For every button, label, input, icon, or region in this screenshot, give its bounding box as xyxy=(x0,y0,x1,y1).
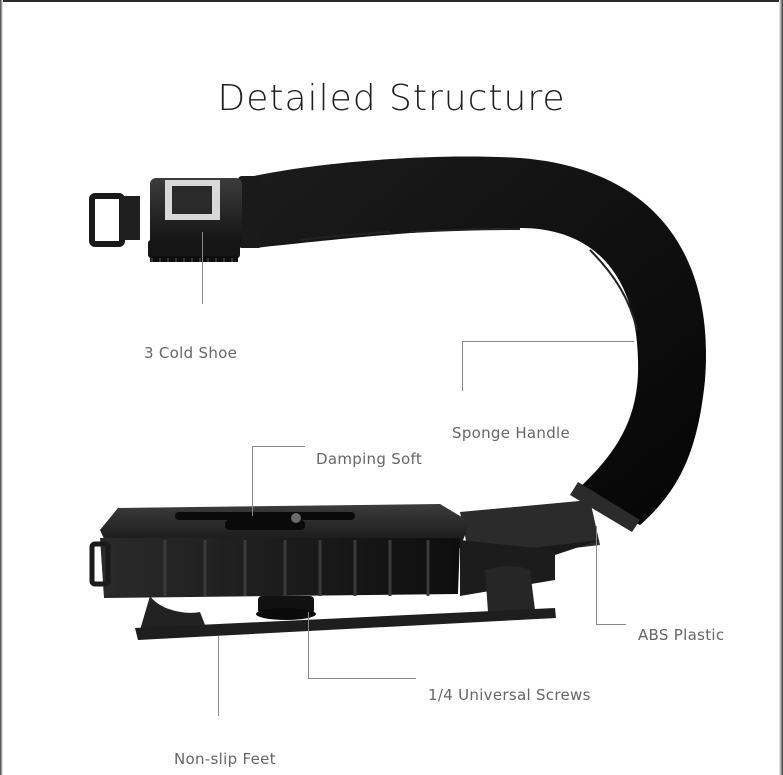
sponge-handle-label: Sponge Handle xyxy=(452,424,571,442)
left-edge-shadow xyxy=(0,0,3,775)
page-title: Detailed Structure xyxy=(217,78,566,119)
non-slip-feet-leader xyxy=(218,636,219,716)
cold-shoe-label: 3 Cold Shoe xyxy=(144,344,238,362)
non-slip-feet-label: Non-slip Feet xyxy=(174,750,276,768)
cold-shoe-leader xyxy=(202,232,203,304)
sponge-handle-leader-vertical xyxy=(462,341,463,391)
universal-screws-leader-horizontal xyxy=(308,678,416,679)
universal-screws-leader-vertical xyxy=(308,612,309,678)
right-edge-shadow xyxy=(779,0,783,775)
abs-plastic-leader-vertical xyxy=(596,526,597,624)
base-platform-graphic xyxy=(89,500,600,640)
damping-soft-leader-vertical xyxy=(252,446,253,516)
abs-plastic-label: ABS Plastic xyxy=(638,626,725,644)
damping-soft-label: Damping Soft xyxy=(316,450,423,468)
sponge-handle-leader-horizontal xyxy=(462,341,634,342)
sponge-handle-graphic xyxy=(238,156,707,532)
damping-soft-leader-horizontal xyxy=(252,446,305,447)
universal-screws-label: 1/4 Universal Screws xyxy=(428,686,591,704)
cold-shoe-mount-graphic xyxy=(89,178,242,262)
abs-plastic-leader-horizontal xyxy=(596,624,626,625)
